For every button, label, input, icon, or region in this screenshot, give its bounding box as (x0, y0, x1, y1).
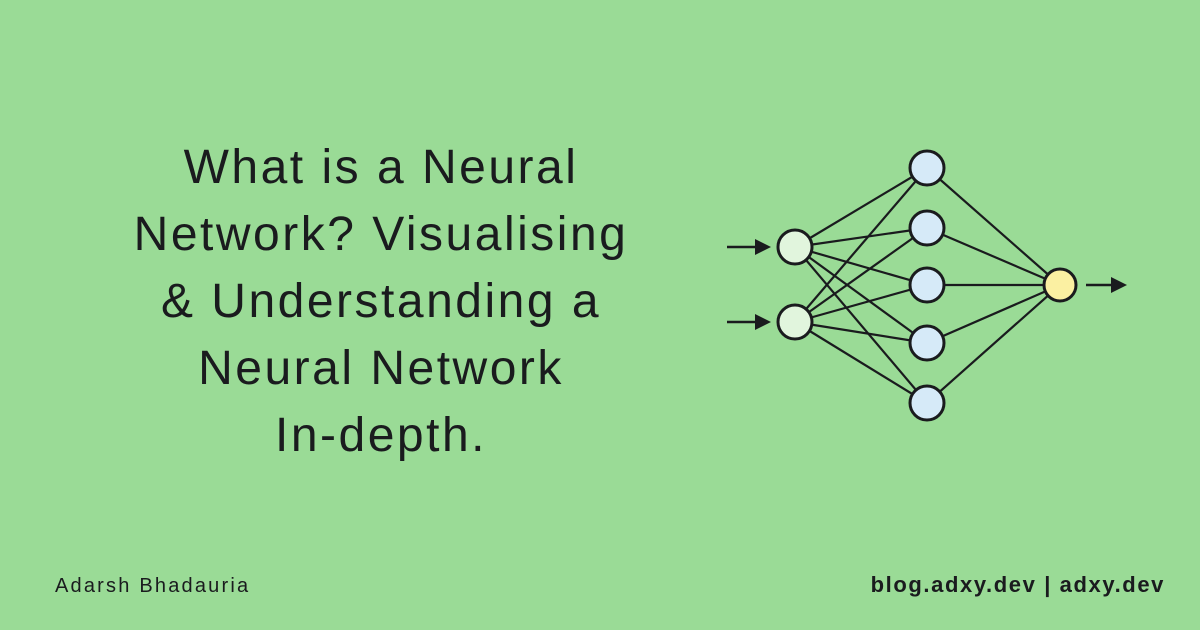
output-layer (1042, 267, 1078, 303)
title-line-3: & Understanding a (160, 275, 602, 328)
title-line-4: Neural Network (198, 342, 564, 395)
hidden-node (908, 384, 946, 422)
edge (794, 283, 928, 324)
output-arrow-icon (1086, 277, 1127, 293)
edges (794, 167, 1061, 404)
edge (794, 226, 928, 249)
edge (794, 245, 928, 287)
edge (794, 167, 928, 323)
author-name: Adarsh Bhadauria (55, 575, 251, 597)
input-arrow-icon (727, 239, 771, 255)
edge (794, 227, 928, 323)
edge (926, 284, 1061, 404)
edge (794, 246, 928, 344)
page-title: What is a Neural Network? Visualising & … (56, 134, 706, 469)
edge (794, 320, 928, 345)
title-line-2: Network? Visualising (133, 208, 629, 261)
edge (926, 167, 1061, 286)
footer-links: blog.adxy.dev | adxy.dev (870, 572, 1165, 597)
edge (794, 167, 928, 248)
output-node (1042, 267, 1078, 303)
edge (926, 226, 1061, 287)
input-layer (776, 228, 814, 341)
input-node (776, 303, 814, 341)
input-node (776, 228, 814, 266)
edge (794, 246, 928, 404)
title-line-5: In-depth. (275, 409, 487, 462)
input-arrow-icon (727, 314, 771, 330)
hidden-node (908, 266, 946, 304)
hidden-node (908, 324, 946, 362)
edge (794, 321, 928, 404)
title-line-1: What is a Neural (183, 141, 579, 194)
hidden-node (908, 209, 946, 247)
hidden-layer (908, 149, 946, 422)
hidden-node (908, 149, 946, 187)
edge (926, 283, 1061, 345)
